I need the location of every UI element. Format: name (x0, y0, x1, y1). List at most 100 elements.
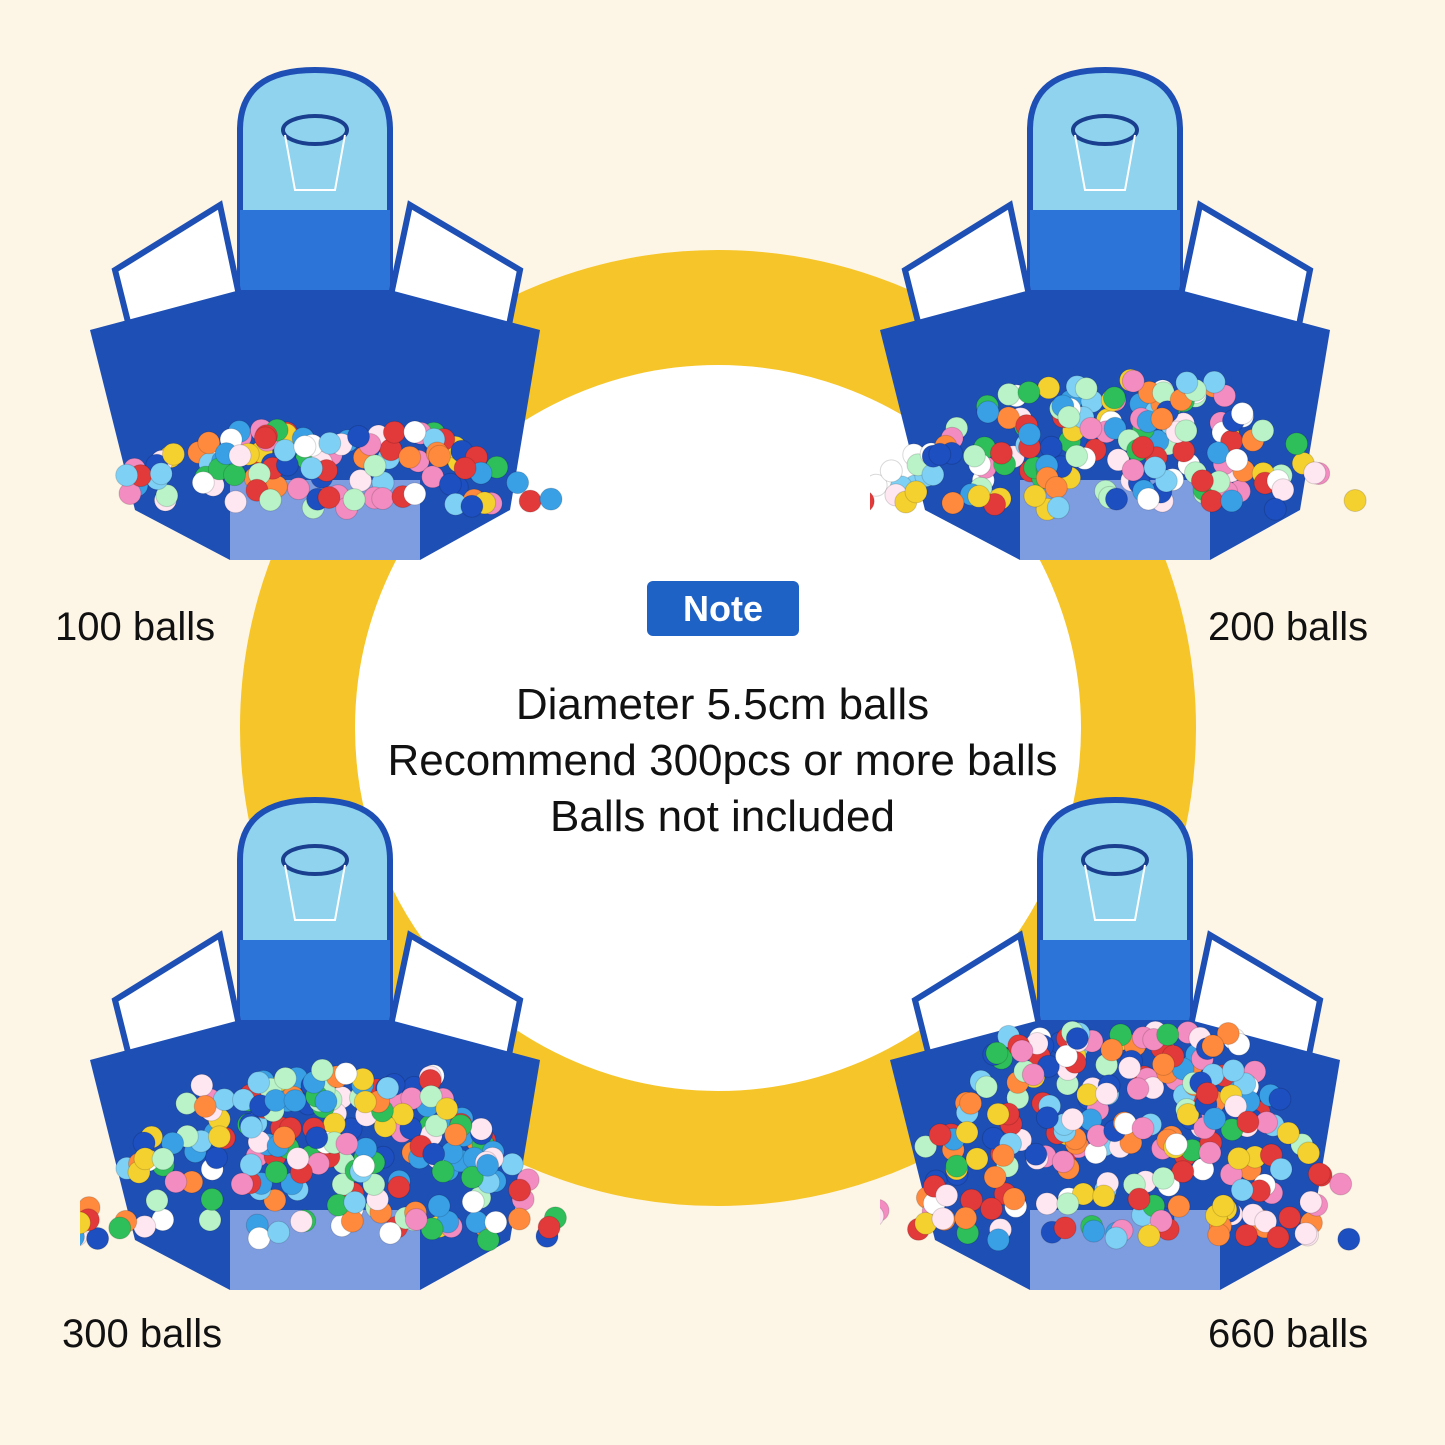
play-ball (991, 1143, 1015, 1167)
play-ball (1156, 1023, 1180, 1047)
hoop-ring (1081, 844, 1149, 876)
play-ball (1035, 1192, 1059, 1216)
play-ball (424, 1114, 448, 1138)
play-ball (1216, 1022, 1240, 1045)
play-ball (1294, 1222, 1318, 1246)
play-ball (879, 459, 903, 483)
play-ball (431, 1159, 455, 1183)
play-ball (1234, 1223, 1258, 1247)
play-ball (387, 1175, 411, 1199)
play-ball (985, 1041, 1009, 1065)
play-ball (1198, 1141, 1222, 1165)
play-ball (247, 1071, 271, 1095)
play-ball (1037, 376, 1061, 400)
play-ball (1337, 1227, 1361, 1251)
play-ball (239, 1115, 263, 1139)
play-ball (1074, 377, 1098, 400)
play-ball (1051, 1150, 1075, 1174)
play-ball (980, 1197, 1003, 1221)
play-ball (928, 1123, 952, 1147)
play-ball (1171, 1160, 1195, 1184)
play-ball (928, 442, 952, 466)
play-ball (1200, 489, 1224, 513)
play-ball (305, 1126, 329, 1150)
play-ball (149, 462, 173, 486)
play-ball (317, 486, 341, 509)
play-ball (1201, 1034, 1225, 1058)
play-ball (1143, 456, 1167, 479)
play-ball (198, 1208, 222, 1232)
label-300-balls: 300 balls (62, 1312, 223, 1356)
play-ball (931, 1207, 955, 1231)
play-ball (965, 1147, 989, 1171)
play-ball (151, 1147, 175, 1171)
play-ball (1151, 1166, 1175, 1190)
play-ball (108, 1216, 132, 1240)
play-ball (1343, 489, 1367, 512)
play-ball (1176, 1103, 1200, 1126)
play-ball (318, 431, 342, 455)
play-ball (1056, 1192, 1080, 1216)
play-ball (314, 1089, 338, 1113)
play-ball (1095, 1082, 1119, 1106)
play-ball (205, 1146, 228, 1170)
play-ball (200, 1187, 224, 1211)
play-ball (1061, 1107, 1085, 1131)
play-ball (1230, 1178, 1254, 1202)
backboard-water (1030, 210, 1180, 290)
play-ball (404, 1208, 428, 1231)
play-ball (444, 1123, 468, 1147)
play-ball (955, 1120, 979, 1144)
play-ball (1105, 487, 1128, 511)
play-ball (1266, 1225, 1290, 1249)
hoop-net (1084, 864, 1146, 921)
play-ball (1131, 435, 1155, 459)
play-ball (518, 489, 542, 513)
play-ball (239, 1153, 263, 1177)
play-ball (962, 444, 986, 468)
play-ball (1167, 1194, 1191, 1218)
play-ball (272, 1125, 296, 1149)
play-ball (1021, 1063, 1045, 1087)
play-ball (1299, 1190, 1323, 1214)
play-ball (1017, 380, 1041, 404)
play-ball (461, 1190, 485, 1214)
play-ball (1127, 1187, 1151, 1211)
play-ball (1151, 1052, 1175, 1076)
play-ball (1297, 1141, 1321, 1165)
play-ball (342, 488, 366, 512)
play-ball (453, 456, 477, 480)
play-ball (258, 488, 282, 512)
play-ball (507, 1207, 531, 1231)
play-ball (230, 1172, 254, 1196)
play-ball (484, 1210, 508, 1234)
play-ball (1211, 1194, 1235, 1218)
play-ball (164, 1170, 188, 1194)
play-ball (115, 463, 139, 487)
play-ball (1082, 1219, 1106, 1243)
play-ball (904, 480, 928, 504)
hoop-net (1074, 134, 1136, 191)
play-ball (1131, 1116, 1155, 1140)
play-ball (197, 431, 221, 455)
play-ball (191, 471, 215, 495)
play-ball (343, 1190, 367, 1214)
play-ball (1224, 1094, 1248, 1118)
play-ball (1303, 461, 1327, 485)
play-ball (1149, 1209, 1173, 1233)
play-ball (1065, 444, 1089, 468)
play-ball (264, 1160, 288, 1184)
play-ball (193, 1094, 217, 1118)
play-ball (508, 1178, 532, 1202)
play-ball (334, 1062, 358, 1086)
play-ball (1190, 469, 1214, 493)
ball-pit-660-image (880, 796, 1361, 1290)
play-ball (1121, 369, 1145, 393)
play-ball (378, 1221, 402, 1245)
hoop-ring (281, 114, 349, 146)
hoop-net (284, 864, 346, 921)
play-ball (1221, 1059, 1245, 1082)
play-ball (273, 1066, 297, 1090)
play-ball (1278, 1206, 1302, 1230)
ball-pit-100-image (90, 66, 563, 560)
